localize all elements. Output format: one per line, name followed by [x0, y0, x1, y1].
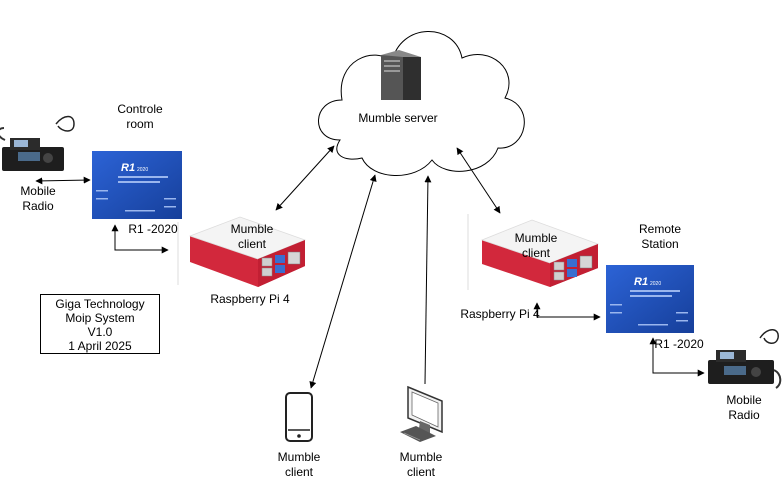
link-radio-controller-left: [35, 176, 91, 185]
server-icon: [381, 50, 421, 100]
controller-icon: R1 2020: [92, 151, 182, 219]
link-rpi-right-controller: [533, 302, 601, 321]
link-server-rpi-right: [456, 147, 501, 214]
r1-right-label: R1 -2020: [654, 337, 704, 351]
mumble-server-label: Mumble server: [358, 111, 438, 125]
raspberry-pi-case-icon: [467, 214, 600, 290]
rpi-right-label: Raspberry Pi 4: [460, 307, 540, 321]
connection-lines: [35, 145, 705, 389]
controller-icon: R1 2020: [606, 265, 694, 333]
radio-icon: [708, 329, 782, 389]
rpi-left-label: Raspberry Pi 4: [210, 292, 290, 306]
smartphone-icon: [285, 392, 313, 442]
link-desktop-server: [424, 175, 432, 385]
link-controller-rpi-left: [111, 224, 169, 254]
r1-left-label: R1 -2020: [128, 222, 178, 236]
info-line: V1.0: [87, 325, 113, 339]
raspberry-pi-case-icon: [177, 216, 307, 287]
info-line: Moip System: [65, 311, 135, 325]
cloud-icon: [318, 31, 525, 176]
svg-text:2020: 2020: [650, 281, 661, 287]
radio-icon: [0, 115, 75, 171]
link-rpi-left-server: [275, 145, 335, 211]
svg-text:R1: R1: [634, 276, 648, 288]
svg-text:2020: 2020: [137, 167, 148, 173]
link-controller-radio-right: [649, 337, 705, 377]
info-line: Giga Technology: [55, 297, 145, 311]
svg-text:R1: R1: [121, 162, 135, 174]
info-line: 1 April 2025: [68, 339, 132, 353]
info-box: Giga Technology Moip System V1.0 1 April…: [40, 294, 160, 354]
desktop-computer-icon: [400, 385, 443, 442]
link-phone-server: [309, 174, 377, 389]
